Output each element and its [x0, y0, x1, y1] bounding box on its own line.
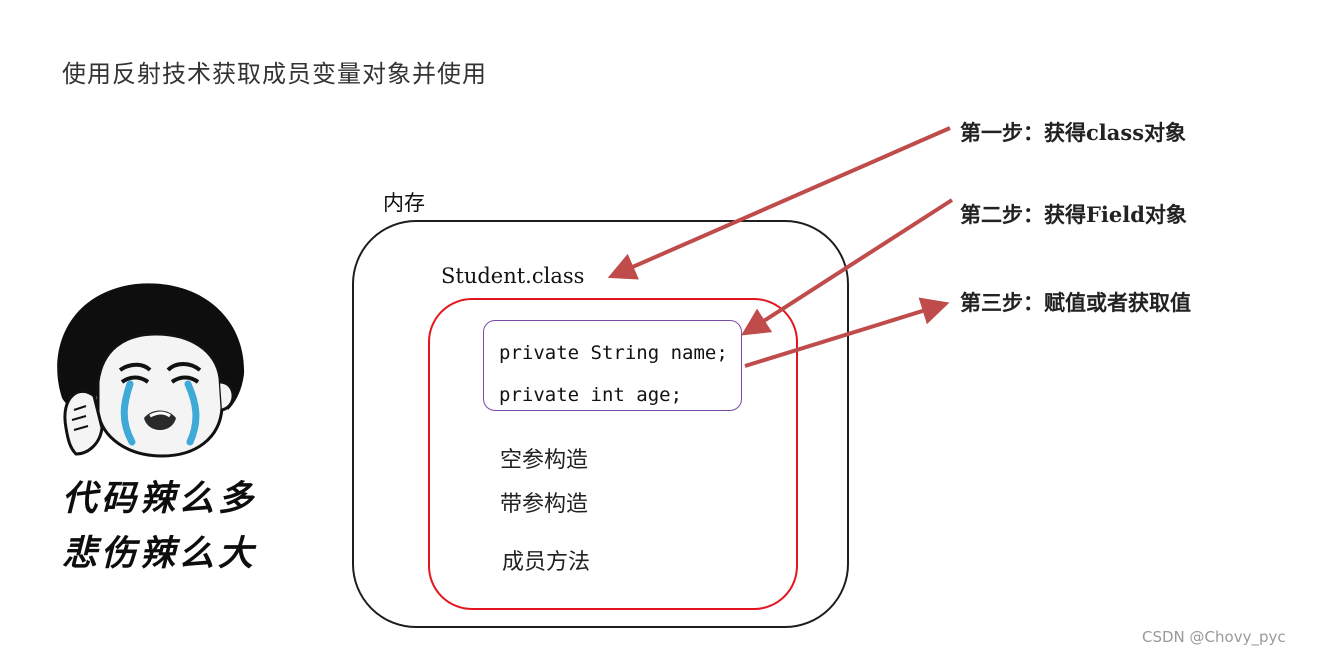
crying-face-meme-icon: [57, 283, 245, 458]
field-age: private int age;: [499, 384, 683, 406]
class-box: [428, 298, 798, 610]
step-1-label: 第一步：获得class对象: [960, 120, 1187, 145]
memory-box: [352, 220, 849, 628]
field-name: private String name;: [499, 342, 728, 364]
student-class-label: Student.class: [441, 264, 585, 288]
page-title: 使用反射技术获取成员变量对象并使用: [62, 60, 487, 88]
watermark: CSDN @Chovy_pyc: [1142, 628, 1286, 646]
meme-caption-line-2: 悲伤辣么大: [62, 534, 258, 574]
field-box: [483, 320, 742, 411]
meme-caption-line-1: 代码辣么多: [62, 479, 258, 519]
step-3-label: 第三步：赋值或者获取值: [960, 290, 1191, 315]
memory-label: 内存: [383, 191, 425, 215]
member-empty-constructor: 空参构造: [500, 448, 589, 473]
member-methods: 成员方法: [502, 550, 591, 575]
member-param-constructor: 带参构造: [500, 492, 589, 517]
step-2-label: 第二步：获得Field对象: [960, 202, 1187, 227]
